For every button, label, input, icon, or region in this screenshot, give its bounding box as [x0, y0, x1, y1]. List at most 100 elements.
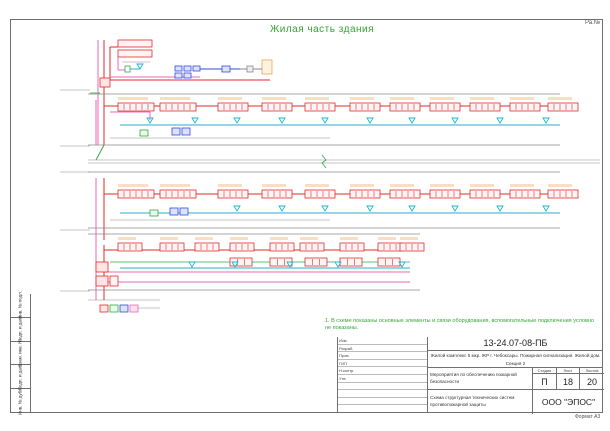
- floor-module: [429, 189, 461, 199]
- stage-value: П: [533, 374, 557, 390]
- detector-icon: [321, 117, 329, 124]
- title-block-main: 13-24.07-08-ПБ Жилой комплекс 5 мкр. ЖР …: [427, 337, 604, 414]
- stage-header: Стадия: [533, 368, 557, 374]
- module-label-bar: [262, 184, 286, 187]
- drawing-note: 1. В схеме показаны основные элементы и …: [325, 318, 594, 331]
- detector-icon: [451, 117, 459, 124]
- floor-module: [229, 257, 253, 267]
- module-label-bar: [510, 184, 534, 187]
- module-label-bar: [305, 97, 329, 100]
- floor-module: [349, 189, 381, 199]
- side-cell: Подп. и дата: [10, 316, 30, 342]
- module-label-bar: [118, 184, 148, 187]
- control-device: [95, 275, 109, 287]
- floor-module: [261, 102, 293, 112]
- detector-icon: [188, 261, 196, 268]
- blue-device: [169, 207, 179, 216]
- module-label-bar: [548, 184, 572, 187]
- module-label-bar: [262, 97, 286, 100]
- module-label-bar: [470, 184, 494, 187]
- module-label-bar: [118, 237, 136, 240]
- control-device: [99, 304, 109, 313]
- title-block: Изм. Разраб. Пров. ГИП Н.контр. Утв. 13-…: [337, 337, 604, 414]
- signature-row: [338, 383, 428, 391]
- detector-icon: [286, 261, 294, 268]
- signature-row: Изм.: [338, 337, 428, 345]
- floor-module: [217, 102, 249, 112]
- blue-device: [174, 65, 183, 72]
- side-cell: Инв. № подл.: [10, 291, 30, 319]
- floor-module: [389, 189, 421, 199]
- drawing-name: Схема структурная технических систем про…: [428, 390, 533, 414]
- signature-row: [338, 390, 428, 398]
- side-cell: Инв. № дубл.: [10, 387, 30, 415]
- detector-icon: [451, 205, 459, 212]
- module-label-bar: [390, 97, 414, 100]
- blue-device: [183, 72, 192, 79]
- top-panel: [117, 39, 153, 48]
- detector-icon: [278, 205, 286, 212]
- signature-row: ГИП: [338, 360, 428, 368]
- detector-icon: [231, 261, 239, 268]
- module-label-bar: [378, 237, 396, 240]
- drawing-title: Жилая часть здания: [270, 24, 375, 35]
- detector-icon: [334, 261, 342, 268]
- signature-row: Пров.: [338, 352, 428, 360]
- document-code: 13-24.07-08-ПБ: [428, 337, 603, 351]
- terminal-box: [246, 65, 254, 73]
- floor-module: [469, 189, 501, 199]
- module-label-bar: [470, 97, 494, 100]
- floor-module: [304, 102, 336, 112]
- floor-module: [261, 189, 293, 199]
- blue-device: [221, 65, 231, 73]
- module-label-bar: [350, 97, 374, 100]
- module-label-bar: [300, 237, 318, 240]
- blue-device: [179, 207, 189, 216]
- floor-module: [389, 102, 421, 112]
- signature-row: [338, 405, 428, 413]
- side-cell: Взам. инв. №: [10, 339, 30, 367]
- module-label-bar: [400, 237, 418, 240]
- detector-icon: [233, 205, 241, 212]
- blue-device: [192, 65, 201, 72]
- side-stamp-strip: Инв. № подл. Подп. и дата Взам. инв. № П…: [10, 291, 31, 415]
- blue-device: [119, 304, 129, 313]
- side-cell: Подп. и дата: [10, 363, 30, 391]
- floor-module: [547, 102, 579, 112]
- side-cell-label: Подп. и дата: [17, 363, 23, 391]
- junction-box: [139, 129, 149, 137]
- signature-row: [338, 398, 428, 406]
- floor-module: [217, 189, 249, 199]
- module-label-bar: [160, 184, 190, 187]
- sheet-header: Лист: [557, 368, 580, 374]
- cabinet-box: [261, 59, 273, 75]
- floor-module: [304, 257, 328, 267]
- detector-icon: [542, 117, 550, 124]
- object-name: Жилой комплекс 5 мкр. ЖР г. Чебоксары. П…: [428, 351, 603, 368]
- floor-module: [469, 102, 501, 112]
- pink-device: [129, 304, 139, 313]
- module-label-bar: [218, 184, 242, 187]
- module-label-bar: [195, 237, 213, 240]
- module-label-bar: [230, 237, 248, 240]
- junction-box: [124, 65, 131, 73]
- blue-device: [174, 72, 183, 79]
- blue-device: [171, 127, 181, 136]
- module-label-bar: [118, 97, 148, 100]
- corner-label: Ра.№: [585, 20, 601, 26]
- detector-icon: [366, 205, 374, 212]
- signature-row: Разраб.: [338, 345, 428, 353]
- detector-icon: [398, 261, 406, 268]
- signature-row: Утв.: [338, 375, 428, 383]
- document-section-name: Мероприятия по обеспечению пожарной безо…: [428, 368, 533, 390]
- module-label-bar: [160, 237, 178, 240]
- title-block-content: Мероприятия по обеспечению пожарной безо…: [428, 368, 604, 414]
- top-panel: [117, 49, 153, 58]
- signature-row: Н.контр.: [338, 367, 428, 375]
- detector-icon: [496, 117, 504, 124]
- floor-module: [429, 102, 461, 112]
- control-device: [95, 261, 109, 273]
- title-block-signatures: Изм. Разраб. Пров. ГИП Н.контр. Утв.: [337, 337, 428, 413]
- module-label-bar: [390, 184, 414, 187]
